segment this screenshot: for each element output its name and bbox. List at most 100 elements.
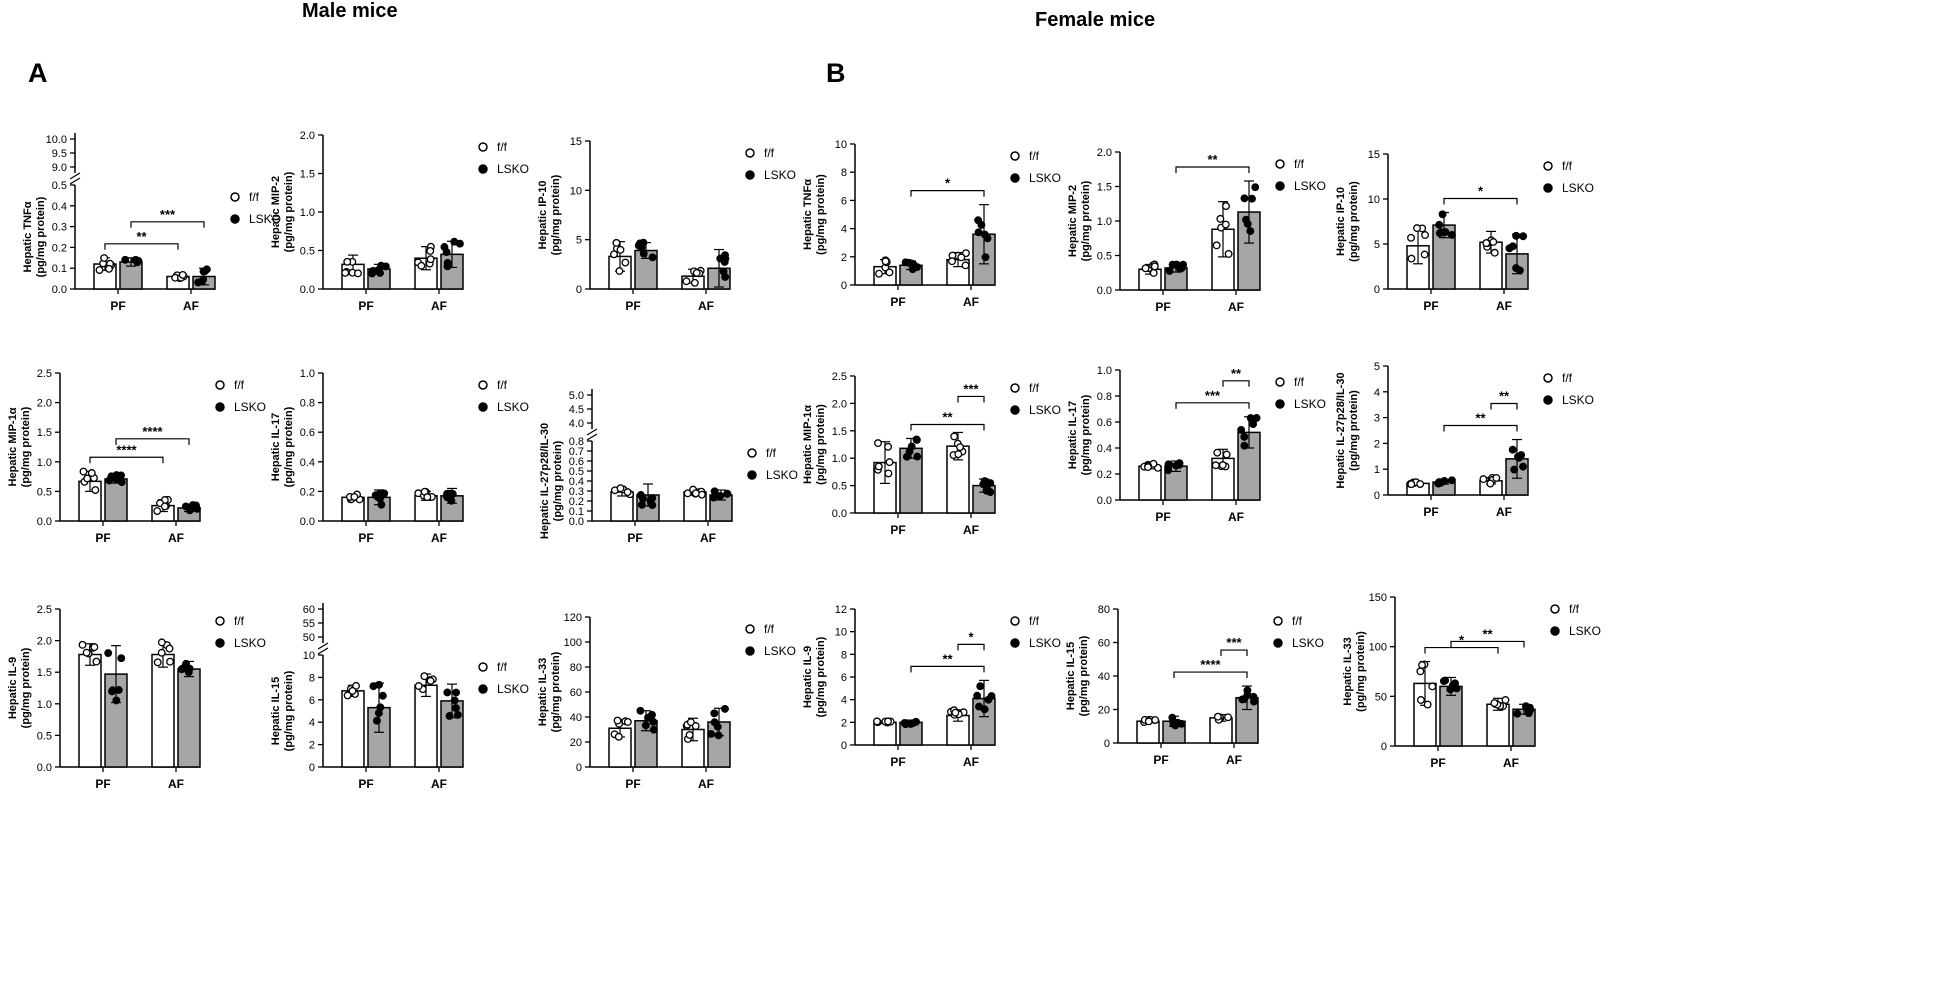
y-axis-label-line: Hepatic MIP-2 (1067, 185, 1079, 257)
data-point (343, 691, 352, 700)
data-point (636, 491, 645, 499)
y-tick-label: 0.1 (569, 506, 584, 518)
data-point (452, 688, 461, 697)
y-tick-label: 10 (835, 627, 847, 639)
data-point (691, 489, 700, 498)
y-tick-label: 2 (309, 740, 315, 752)
y-axis-label-line: (pg/mg protein) (1080, 180, 1092, 261)
legend-lsko-label: LSKO (249, 212, 281, 226)
y-tick-label: 80 (570, 662, 582, 674)
legend-ff-label: f/f (1029, 614, 1040, 628)
data-point (686, 718, 695, 727)
legend-ff-marker (1275, 377, 1285, 387)
legend-lsko-label: LSKO (1569, 624, 1601, 638)
x-tick-label: AF (1496, 299, 1512, 313)
y-axis-label: Hepatic IL-15(pg/mg protein) (1065, 635, 1090, 716)
y-axis-label: Hepatic TNFα(pg/mg protein) (802, 174, 827, 255)
data-point (1175, 460, 1184, 469)
y-axis-label: Hepatic IL-17(pg/mg protein) (270, 406, 295, 487)
x-tick-label: AF (168, 777, 184, 791)
data-point (100, 254, 109, 262)
data-point (901, 258, 910, 267)
y-tick-label: 0.0 (52, 284, 67, 296)
legend-ff-marker (745, 148, 755, 158)
data-point (1416, 667, 1425, 676)
data-point (1221, 220, 1230, 229)
y-tick-label: 0.5 (569, 466, 584, 478)
data-point (373, 716, 381, 725)
data-point (1246, 227, 1255, 236)
panel-a-label: A (28, 58, 48, 88)
x-tick-label: AF (1503, 756, 1519, 770)
legend-lsko-marker (215, 638, 225, 648)
y-tick-label: 10 (570, 185, 582, 197)
data-point (153, 507, 162, 516)
y-axis-label-line: (pg/mg protein) (283, 670, 295, 751)
data-point (95, 266, 104, 274)
y-tick-label: 8 (841, 649, 847, 661)
data-point (91, 486, 100, 494)
data-point (1512, 231, 1521, 240)
y-upper-tick-label: 4.0 (569, 418, 584, 430)
data-point (1251, 183, 1260, 192)
data-point (108, 687, 116, 696)
legend-ff-marker (1010, 383, 1020, 393)
y-axis-label-line: (pg/mg protein) (1080, 394, 1092, 475)
y-axis-label-line: Hepatic MIP-2 (270, 176, 282, 248)
y-tick-label: 0.6 (569, 456, 584, 468)
data-point (1407, 254, 1416, 263)
y-axis-label: Hepatic IP-10(pg/mg protein) (1335, 181, 1360, 262)
x-tick-label: AF (183, 299, 199, 313)
x-tick-label: AF (1226, 753, 1242, 767)
significance-bracket (1175, 402, 1250, 409)
y-tick-label: 0.5 (37, 730, 52, 742)
legend-ff-marker (230, 192, 240, 202)
y-tick-label: 0 (576, 284, 582, 296)
data-point (1521, 702, 1530, 711)
data-point (341, 268, 350, 277)
y-tick-label: 1.0 (1097, 216, 1112, 228)
data-point (1240, 432, 1249, 441)
y-upper-tick-label: 10.0 (46, 134, 67, 146)
y-axis-label: Hepatic IL-15(pg/mg protein) (270, 670, 295, 751)
data-point (157, 638, 166, 647)
significance-bracket (957, 643, 985, 651)
legend-ff-label: f/f (1292, 614, 1303, 628)
y-tick-label: 20 (1098, 705, 1110, 717)
data-point (1438, 210, 1447, 219)
data-point (1141, 264, 1150, 273)
data-point (373, 493, 382, 502)
legend-lsko-marker (1543, 183, 1553, 193)
data-point (685, 730, 694, 739)
y-tick-label: 0 (309, 762, 315, 774)
x-tick-label: AF (698, 777, 714, 791)
y-tick-label: 2 (841, 252, 847, 264)
data-point (1213, 448, 1222, 457)
y-axis-label-line: Hepatic IL-27p28/IL-30 (1335, 372, 1347, 488)
x-tick-label: PF (1430, 756, 1445, 770)
y-tick-label: 0.0 (1097, 285, 1112, 297)
data-point (112, 696, 121, 705)
y-axis-label: Hepatic IL-9(pg/mg protein) (7, 647, 32, 728)
data-point (177, 665, 186, 674)
x-tick-label: PF (625, 299, 640, 313)
y-axis-label-line: Hepatic TNFα (22, 201, 34, 272)
y-axis-label-line: Hepatic IP-10 (537, 180, 549, 249)
x-tick-label: PF (358, 531, 373, 545)
data-point (377, 500, 386, 509)
significance-label: ** (1231, 366, 1242, 381)
legend-lsko-marker (1275, 181, 1285, 191)
x-tick-label: PF (1155, 300, 1170, 314)
data-point (649, 717, 658, 726)
y-tick-label: 8 (841, 167, 847, 179)
significance-label: ** (1207, 152, 1218, 167)
